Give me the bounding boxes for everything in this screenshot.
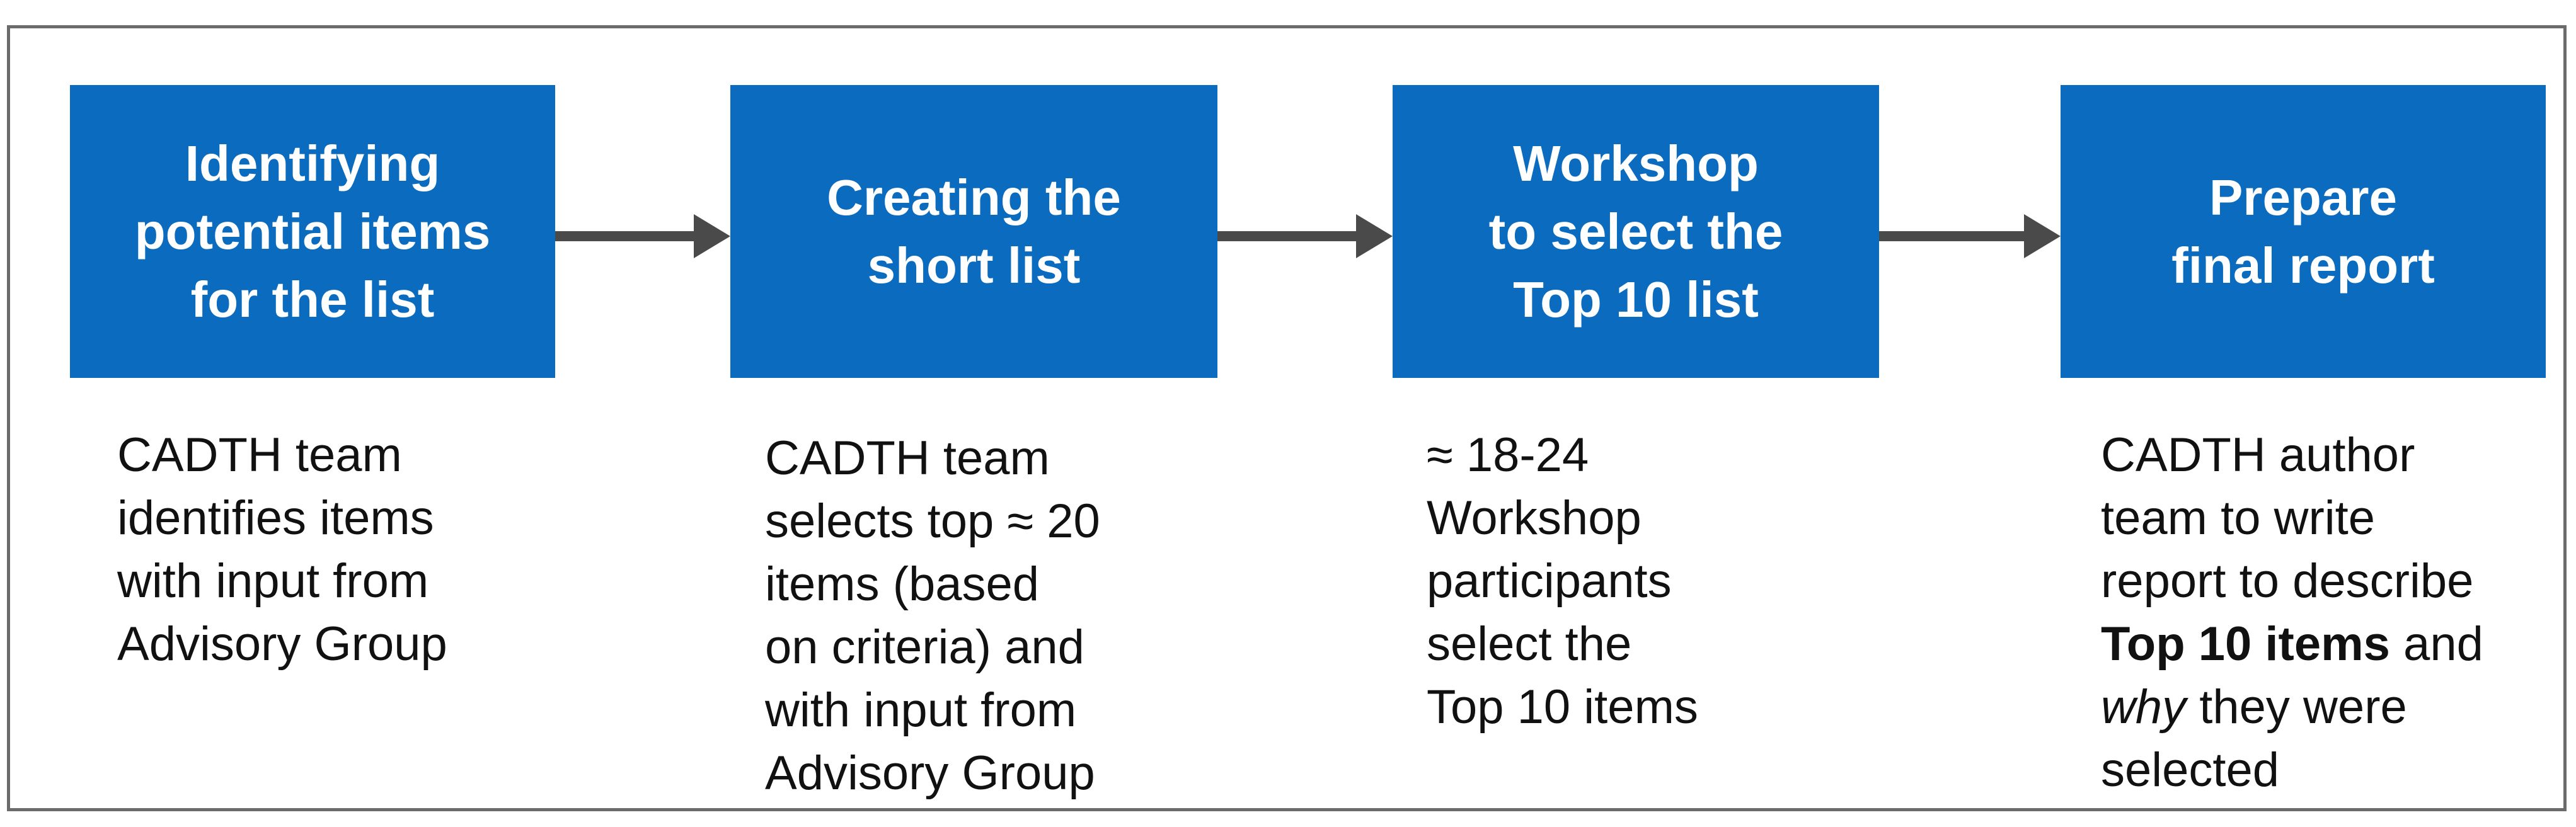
step-1-box: Identifying potential items for the list (70, 85, 555, 378)
step-3-box: Workshop to select the Top 10 list (1393, 85, 1879, 378)
step-4-description-italic: why (2101, 680, 2187, 734)
step-4-box: Prepare final report (2061, 85, 2546, 378)
right-arrow-icon (1879, 214, 2061, 258)
step-4-description-middle: and (2403, 617, 2483, 671)
step-4-description-end: they were selected (2101, 680, 2407, 797)
step-4-description: CADTH author team to write report to des… (2101, 424, 2483, 802)
diagram-frame: Identifying potential items for the list… (7, 25, 2567, 811)
step-3-description: ≈ 18-24 Workshop participants select the… (1427, 428, 1698, 734)
right-arrow-icon (1217, 214, 1393, 258)
step-4-description-bold: Top 10 items (2101, 617, 2390, 671)
right-arrow-icon (555, 214, 730, 258)
step-1-description: CADTH team identifies items with input f… (117, 428, 447, 671)
step-4-description-start: CADTH author team to write report to des… (2101, 428, 2474, 608)
step-2-box: Creating the short list (730, 85, 1217, 378)
step-2-description: CADTH team selects top ≈ 20 items (based… (765, 431, 1100, 800)
